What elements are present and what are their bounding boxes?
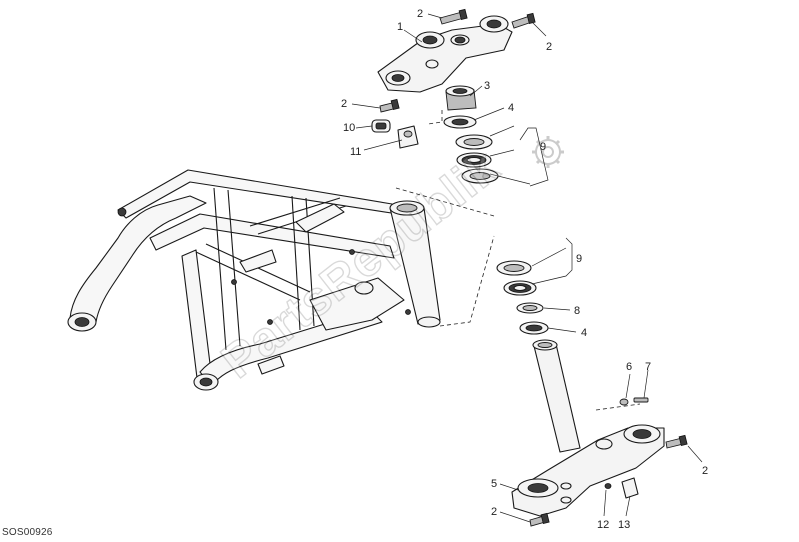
callout-13: 13 (618, 519, 630, 531)
callout-leader-lines (351, 13, 703, 523)
assembly-guide-lines (395, 110, 641, 411)
callout-2-top: 2 (417, 8, 423, 20)
callout-1: 1 (397, 21, 403, 33)
main-frame (67, 169, 441, 391)
callout-9-upper: 9 (540, 141, 546, 153)
callout-12: 12 (597, 519, 609, 531)
callout-2-lower-left: 2 (491, 506, 497, 518)
callout-2-left: 2 (341, 98, 347, 110)
callout-3: 3 (484, 80, 490, 92)
lower-bearing-set (496, 260, 537, 296)
callout-4-upper: 4 (508, 102, 514, 114)
callout-5: 5 (491, 478, 497, 490)
diagram-reference-code: SOS00926 (2, 527, 53, 538)
upper-washer (443, 115, 477, 129)
upper-triple-clamp (377, 15, 513, 93)
lower-triple-clamp (511, 424, 665, 517)
clip-parts (604, 477, 639, 499)
callout-8: 8 (574, 305, 580, 317)
callout-7: 7 (645, 361, 651, 373)
callout-labels: 1 2 2 2 3 4 10 11 9 9 8 4 6 7 2 5 2 12 1… (341, 8, 708, 531)
lower-washer (519, 321, 549, 335)
upper-bearing-set (455, 134, 499, 184)
callout-4-lower: 4 (581, 327, 587, 339)
callout-11: 11 (350, 146, 361, 158)
stop-nut-and-screw (619, 397, 649, 406)
callout-9-lower: 9 (576, 253, 582, 265)
dust-seal (516, 302, 544, 314)
steering-nut (445, 85, 477, 111)
callout-6: 6 (626, 361, 632, 373)
lower-clamp-bolts (529, 434, 688, 527)
callout-2-lower-right: 2 (702, 465, 708, 477)
cable-grommets (371, 119, 419, 149)
upper-clamp-bolts (379, 8, 536, 113)
gear-icon (532, 136, 564, 168)
callout-2-right: 2 (546, 41, 552, 53)
steering-stem (532, 339, 581, 453)
callout-10: 10 (343, 122, 355, 134)
